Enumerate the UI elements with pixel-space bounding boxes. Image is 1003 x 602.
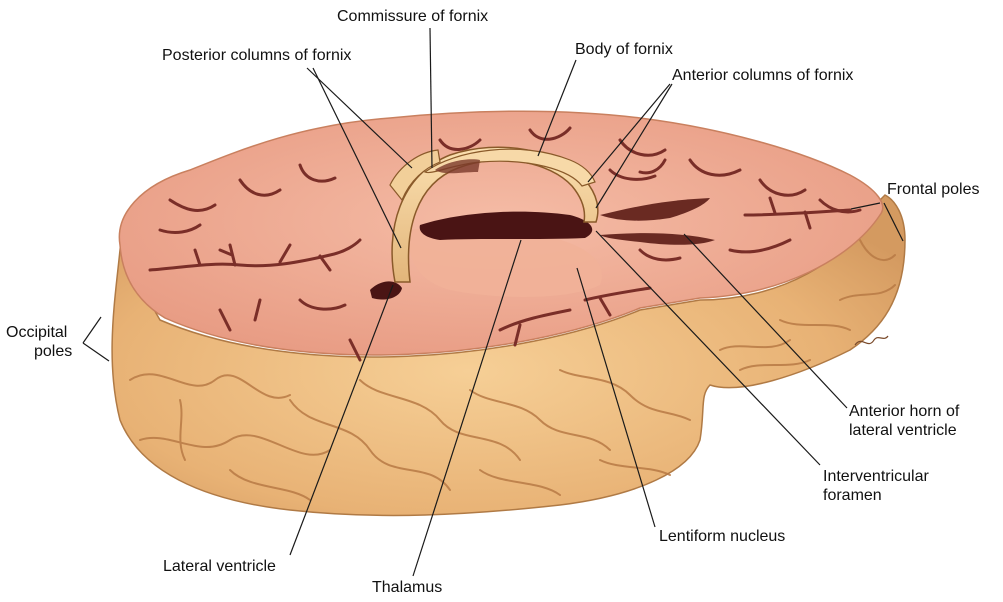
leader-lines bbox=[82, 27, 904, 577]
label-interventricular-line2: foramen bbox=[823, 487, 882, 504]
label-lentiform-nucleus: Lentiform nucleus bbox=[659, 528, 786, 545]
gyri-folds bbox=[129, 239, 896, 501]
label-occipital-poles-line2: poles bbox=[34, 343, 73, 360]
label-anterior-horn-line1: Anterior horn of bbox=[849, 403, 960, 420]
central-ventricle bbox=[419, 211, 593, 240]
label-occipital-poles: Occipital poles bbox=[6, 323, 86, 361]
label-lateral-ventricle: Lateral ventricle bbox=[163, 558, 276, 575]
sulci-lines bbox=[148, 126, 862, 362]
brain-lower-gyri bbox=[111, 194, 906, 517]
posterior-horn bbox=[370, 281, 402, 300]
label-posterior-columns-of-fornix: Posterior columns of fornix bbox=[162, 47, 352, 64]
label-interventricular-foramen: Interventricular foramen bbox=[823, 467, 973, 505]
artist-signature bbox=[854, 335, 889, 346]
label-frontal-poles: Frontal poles bbox=[887, 181, 980, 198]
label-anterior-horn: Anterior horn of lateral ventricle bbox=[849, 402, 999, 440]
label-body-of-fornix: Body of fornix bbox=[575, 41, 673, 58]
thalamus-area bbox=[409, 227, 602, 297]
label-thalamus: Thalamus bbox=[372, 579, 443, 596]
label-commissure-of-fornix: Commissure of fornix bbox=[337, 8, 489, 25]
label-interventricular-line1: Interventricular bbox=[823, 468, 929, 485]
label-anterior-horn-line2: lateral ventricle bbox=[849, 422, 957, 439]
fornix-arch bbox=[389, 146, 599, 283]
label-anterior-columns-of-fornix: Anterior columns of fornix bbox=[672, 67, 854, 84]
label-occipital-poles-line1: Occipital bbox=[6, 324, 68, 341]
anterior-horn-shape bbox=[600, 198, 710, 221]
